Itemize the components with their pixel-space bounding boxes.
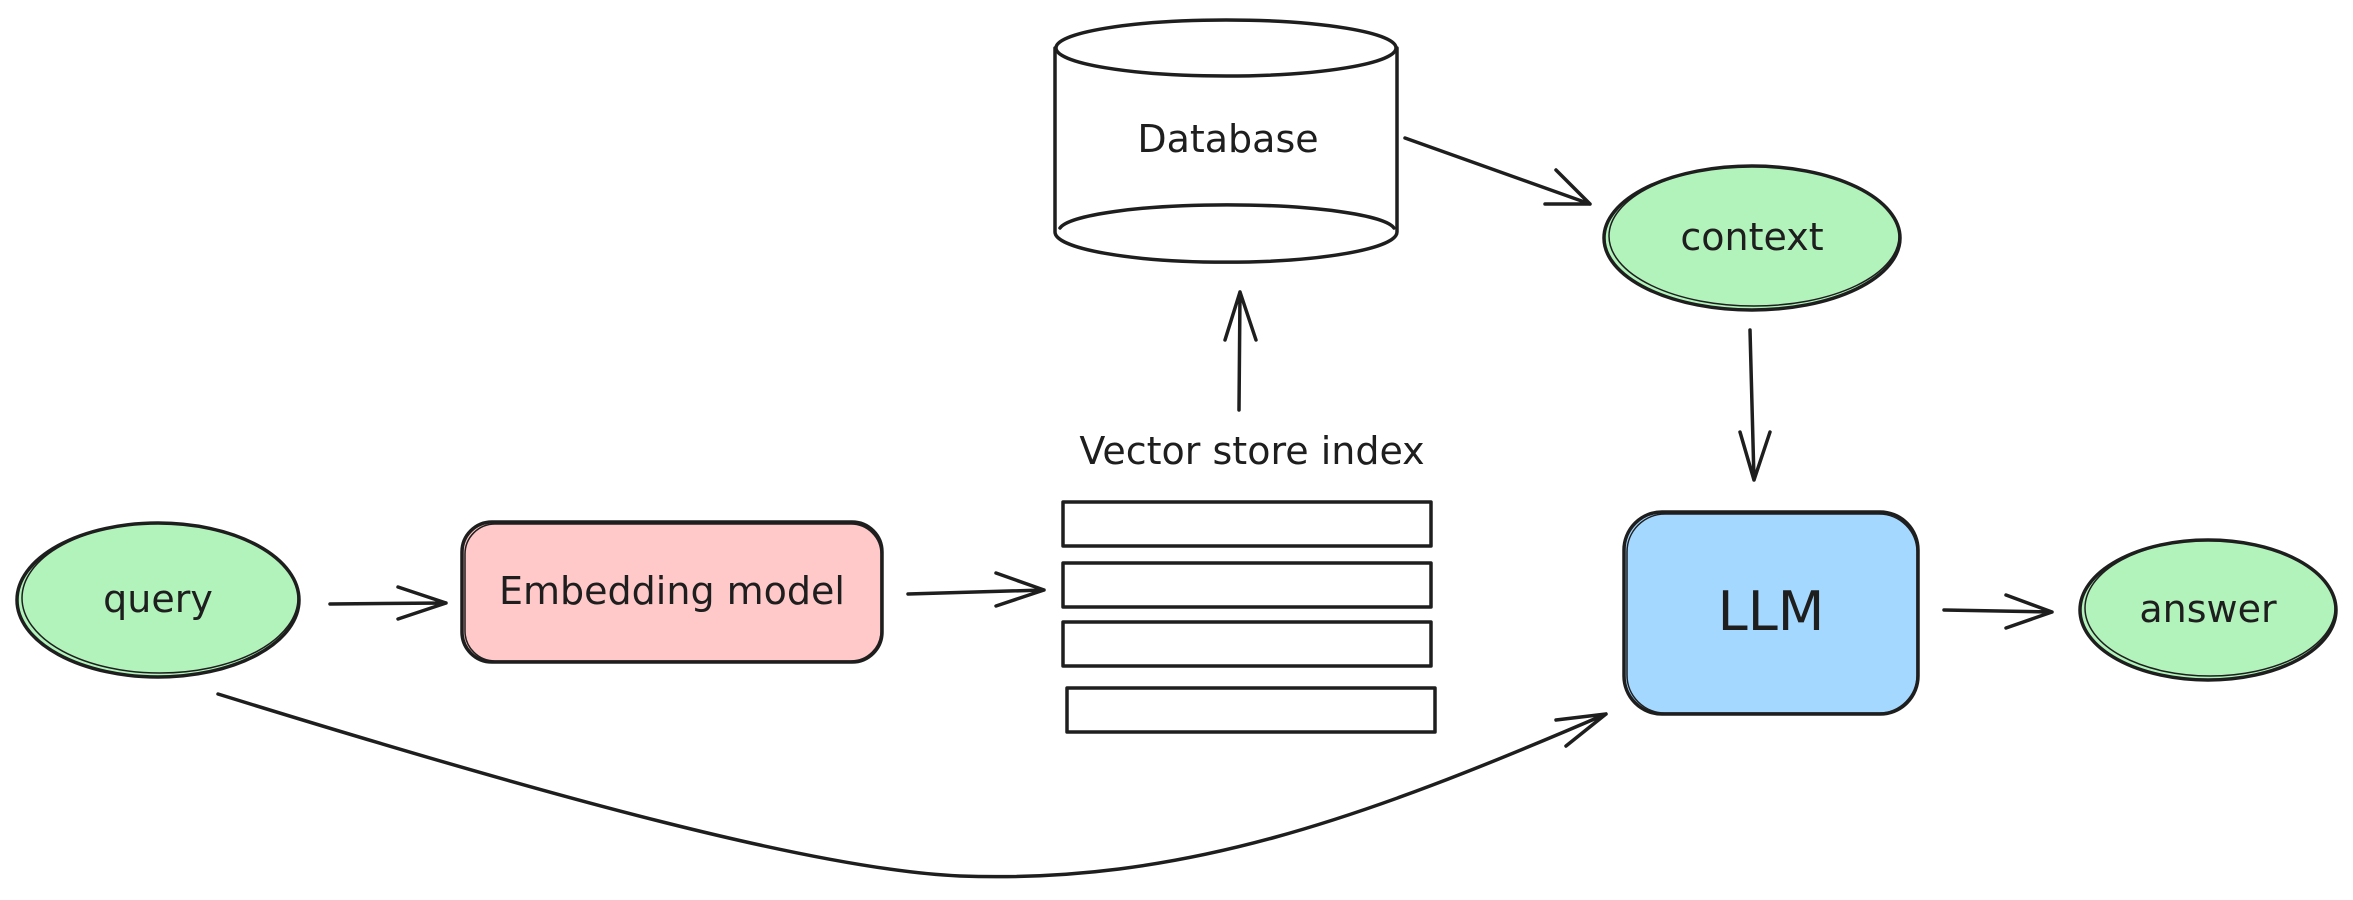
context-node: context	[1602, 164, 1902, 312]
arrow-vector-to-database	[1223, 290, 1258, 412]
arrow-embedding-to-vector	[906, 571, 1046, 608]
arrow-query-to-llm	[216, 692, 1608, 879]
answer-node: answer	[2078, 538, 2338, 682]
arrow-database-to-context	[1403, 136, 1592, 206]
context-label: context	[1680, 215, 1823, 259]
vector-row-4	[1065, 686, 1437, 734]
llm-node: LLM	[1622, 510, 1920, 716]
database-node: Database	[1053, 18, 1399, 264]
embedding-model-label: Embedding model	[499, 569, 845, 613]
answer-label: answer	[2139, 587, 2277, 631]
vector-store-index-node: Vector store index	[1061, 429, 1437, 734]
arrow-llm-to-answer	[1942, 593, 2054, 630]
database-label: Database	[1137, 117, 1318, 161]
vector-row-2	[1061, 561, 1433, 609]
vector-store-index-label: Vector store index	[1079, 429, 1424, 473]
vector-row-3	[1061, 620, 1433, 668]
llm-label: LLM	[1718, 580, 1825, 643]
arrow-context-to-llm	[1738, 328, 1772, 482]
vector-row-1	[1061, 500, 1433, 548]
arrow-query-to-embedding	[328, 585, 448, 621]
embedding-model-node: Embedding model	[460, 520, 884, 664]
query-node: query	[15, 521, 301, 679]
query-label: query	[103, 577, 213, 621]
